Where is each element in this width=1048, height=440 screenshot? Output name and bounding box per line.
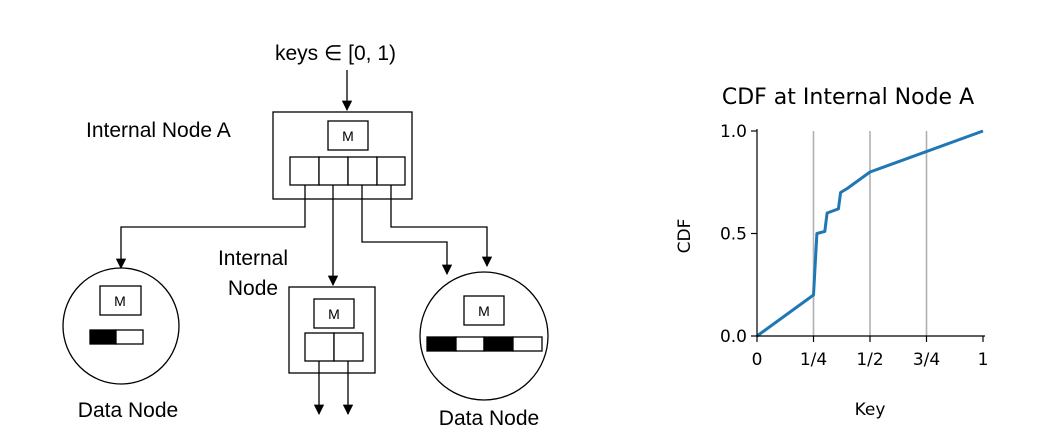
data-node-left-model	[99, 285, 142, 316]
pointer-arrow-to-right-data-node-1	[361, 185, 453, 276]
data-node-right-label: Data Node	[439, 407, 539, 430]
internal-node-label-line2: Node	[228, 277, 278, 300]
model-label: M	[478, 303, 490, 319]
model-label: M	[342, 128, 354, 144]
tree-diagram: keys ∈ [0, 1) Internal Node A M M Data N…	[62, 42, 549, 430]
x-tick-label: 1/4	[800, 350, 827, 370]
x-tick-label: 0	[752, 350, 763, 370]
pointer-slot	[347, 156, 378, 186]
chart-gridlines	[812, 131, 928, 336]
cdf-chart: CDF at Internal Node A 0 1/4 1/2 3/4 1 0.0 0.5…	[675, 85, 988, 420]
internal-node-a-model	[327, 120, 369, 151]
internal-node-model	[313, 298, 355, 329]
data-node-right-model	[463, 295, 505, 326]
pointer-slot	[333, 332, 364, 362]
chart-title: CDF at Internal Node A	[722, 85, 974, 110]
pointer-slot	[318, 156, 349, 186]
internal-node-a-pointer-array	[289, 156, 406, 186]
cdf-series-line	[756, 129, 984, 338]
data-slot-filled	[89, 329, 117, 345]
model-label: M	[114, 293, 126, 309]
data-slot-filled	[426, 336, 457, 352]
y-tick-label: 1.0	[720, 122, 747, 142]
pointer-slot	[289, 156, 320, 186]
y-tick-label: 0.5	[720, 225, 747, 245]
data-node-right	[419, 271, 549, 401]
y-tick-label: 0.0	[720, 327, 747, 347]
chart-series	[756, 129, 984, 338]
y-axis-label: CDF	[675, 219, 695, 254]
data-slot-empty	[512, 336, 543, 352]
pointer-arrow-to-right-data-node-2	[390, 185, 493, 268]
data-slot-empty	[455, 336, 485, 352]
data-slot-filled	[483, 336, 514, 352]
data-node-left-label: Data Node	[78, 399, 178, 422]
data-slot-empty	[115, 329, 144, 345]
pointer-slot	[304, 332, 335, 362]
data-node-right-array	[426, 336, 543, 352]
model-label: M	[328, 306, 340, 322]
pointer-slot	[376, 156, 406, 186]
pointer-arrow-to-left-data-node	[115, 185, 306, 270]
input-keys-label: keys ∈ [0, 1)	[275, 42, 396, 65]
chart-axes: 0 1/4 1/2 3/4 1 0.0 0.5 1.0	[720, 122, 988, 370]
internal-node-label-line1: Internal	[218, 247, 288, 270]
x-axis-label: Key	[855, 400, 886, 420]
x-tick-label: 1/2	[856, 350, 883, 370]
x-tick-label: 1	[978, 350, 989, 370]
x-tick-label: 3/4	[913, 350, 940, 370]
internal-node-a-label: Internal Node A	[86, 119, 231, 142]
data-node-left	[62, 267, 180, 385]
